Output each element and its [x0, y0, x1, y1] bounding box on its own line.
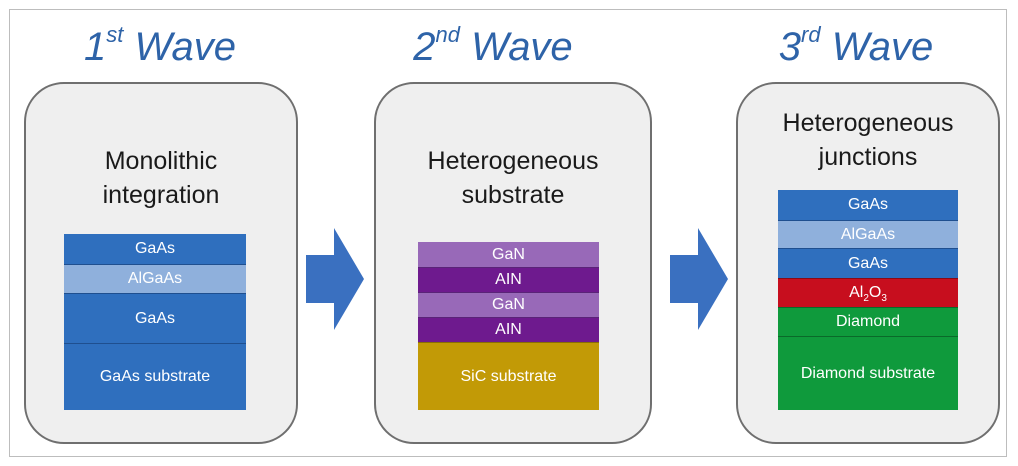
wave-1-layer-stack: GaAs AlGaAs GaAs GaAs substrate — [64, 234, 246, 410]
wave-3-title: 3rd Wave — [696, 22, 1016, 72]
wave-3-title-line-1: Heterogeneous — [782, 109, 954, 137]
wave-1-layer-2: AlGaAs — [64, 264, 246, 293]
layer-label: SiC substrate — [460, 367, 557, 385]
arrow-right-icon — [306, 228, 364, 330]
wave-1-title: 1st Wave — [0, 22, 320, 72]
layer-label: AIN — [495, 321, 522, 338]
wave-2-layer-3: GaN — [418, 292, 599, 317]
wave-2-layer-1: GaN — [418, 242, 599, 267]
wave-1-title-line-1: Monolithic — [104, 147, 218, 175]
wave-1-layer-3: GaAs — [64, 293, 246, 343]
wave-3-layer-2: AlGaAs — [778, 220, 958, 248]
wave-1-word: Wave — [134, 25, 237, 69]
wave-1-title-line-2: integration — [102, 181, 220, 209]
layer-label: GaN — [492, 296, 525, 313]
wave-1-layer-1: GaAs — [64, 234, 246, 264]
wave-1-panel: Monolithic integration GaAs AlGaAs GaAs … — [24, 82, 298, 444]
wave-2-word: Wave — [471, 25, 573, 69]
wave-3-word: Wave — [831, 25, 934, 69]
layer-label: GaN — [492, 245, 525, 263]
wave-1-layer-4: GaAs substrate — [64, 343, 246, 410]
arrow-right-icon — [670, 228, 728, 330]
layer-label: Diamond — [835, 313, 901, 330]
wave-3-layer-3: GaAs — [778, 248, 958, 278]
wave-1-panel-title: Monolithic integration — [26, 144, 296, 212]
wave-2-title: 2nd Wave — [333, 22, 653, 72]
layer-label: Diamond substrate — [800, 364, 936, 382]
wave-2-suffix: nd — [435, 21, 461, 47]
formula-subscript: 2 — [863, 293, 869, 305]
wave-1-ordinal: 1 — [83, 25, 107, 69]
wave-2-title-line-2: substrate — [461, 181, 565, 209]
formula-part: O — [868, 284, 882, 301]
wave-2-layer-2: AIN — [418, 267, 599, 292]
wave-2-layer-4: AIN — [418, 317, 599, 342]
wave-2-panel-title: Heterogeneous substrate — [376, 144, 650, 212]
wave-3-ordinal: 3 — [778, 25, 802, 69]
wave-3-layer-6: Diamond substrate — [778, 336, 958, 410]
layer-label: GaAs — [134, 309, 175, 327]
layer-label: GaAs — [847, 254, 888, 272]
wave-3-layer-4: Al2O3 — [778, 278, 958, 307]
layer-label: GaAs substrate — [99, 368, 211, 385]
wave-3-suffix: rd — [801, 21, 821, 47]
diagram-frame — [9, 9, 1007, 457]
formula-part: Al — [849, 284, 864, 301]
wave-3-layer-stack: GaAs AlGaAs GaAs Al2O3 Diamond Diamond s… — [778, 190, 958, 410]
wave-2-layer-5: SiC substrate — [418, 342, 599, 410]
wave-2-title-line-1: Heterogeneous — [427, 147, 599, 175]
wave-3-layer-5: Diamond — [778, 307, 958, 336]
formula-subscript: 3 — [881, 293, 887, 305]
layer-label: GaAs — [134, 240, 175, 257]
wave-3-layer-1: GaAs — [778, 190, 958, 220]
wave-3-panel: Heterogeneous junctions GaAs AlGaAs GaAs… — [736, 82, 1000, 444]
layer-label: AlGaAs — [840, 225, 896, 243]
layer-label: GaAs — [847, 196, 888, 213]
layer-label: Al2O3 — [849, 284, 887, 305]
layer-label: AlGaAs — [127, 270, 183, 287]
wave-3-title-line-2: junctions — [818, 143, 918, 171]
wave-1-suffix: st — [106, 21, 124, 47]
wave-2-layer-stack: GaN AIN GaN AIN SiC substrate — [418, 242, 599, 410]
wave-2-ordinal: 2 — [413, 25, 436, 69]
wave-2-panel: Heterogeneous substrate GaN AIN GaN AIN … — [374, 82, 652, 444]
wave-3-panel-title: Heterogeneous junctions — [738, 106, 998, 174]
layer-label: AIN — [495, 271, 522, 288]
